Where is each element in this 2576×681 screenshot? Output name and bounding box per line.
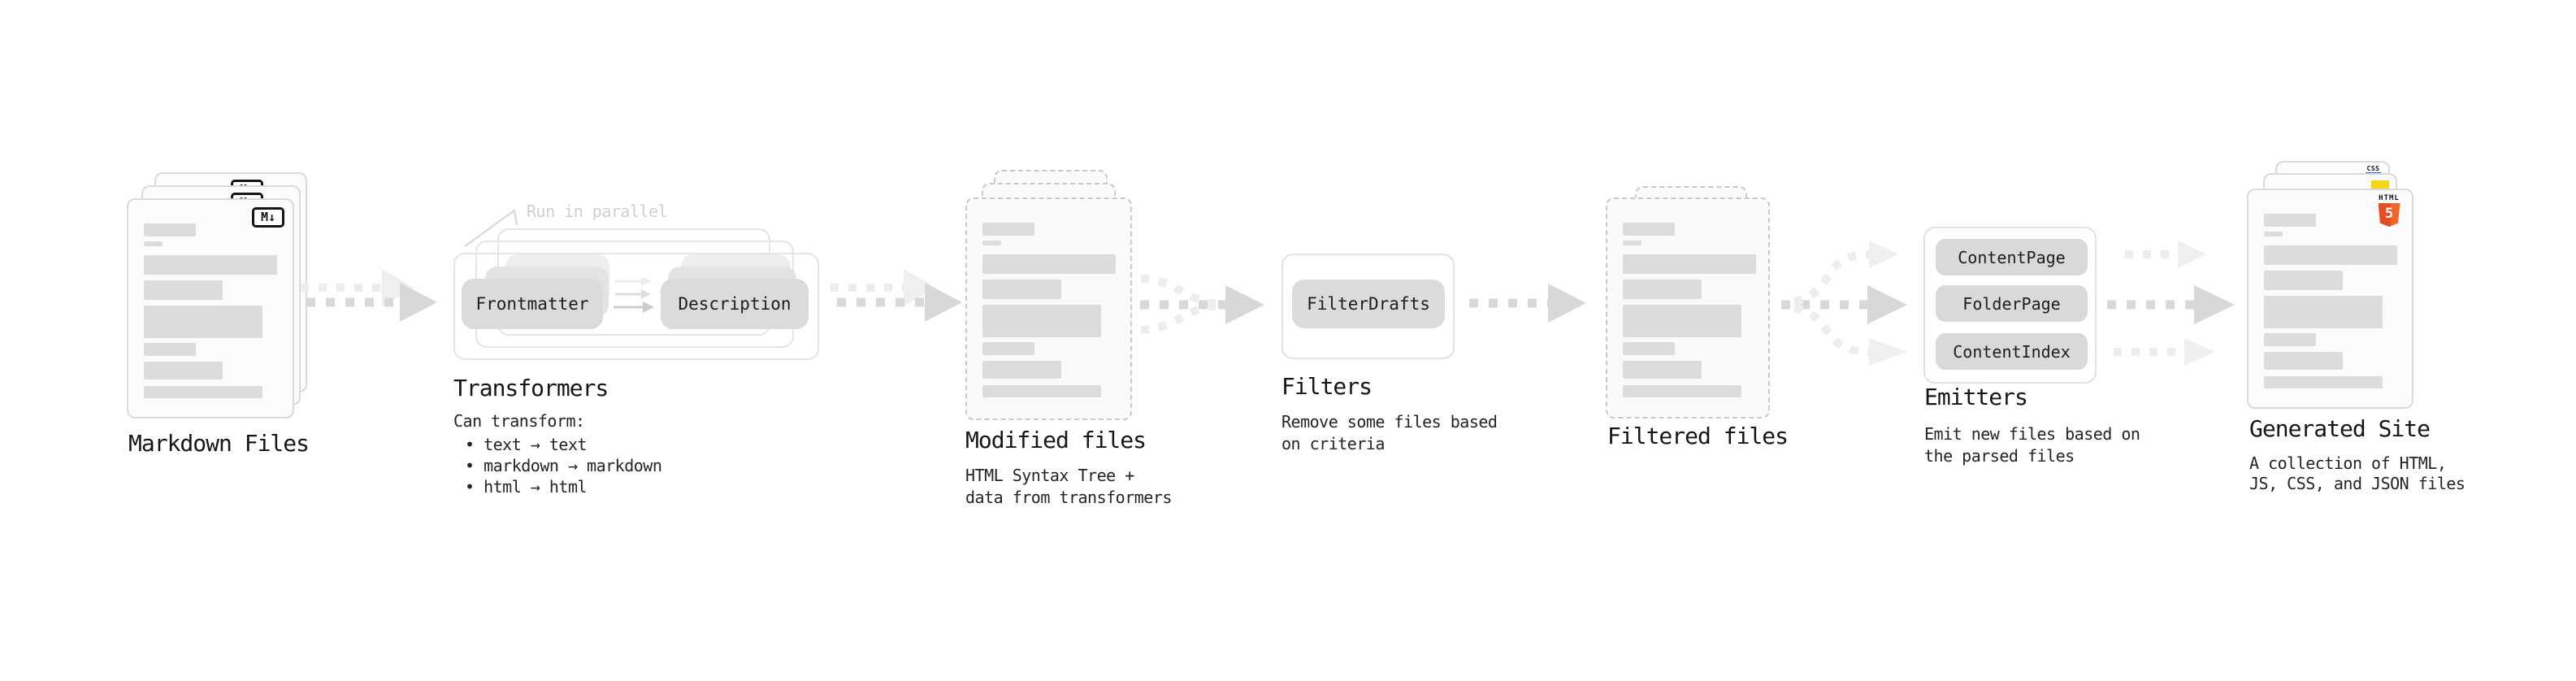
text-line-bar xyxy=(982,342,1034,355)
text-line-bar xyxy=(144,386,262,398)
text-line-bar xyxy=(2264,214,2316,227)
css-icon-text: CSS xyxy=(2366,165,2380,172)
markdown-file-card-front: M↓ xyxy=(127,198,294,419)
text-line-bar xyxy=(1623,254,1756,274)
html5-icon-number: 5 xyxy=(2384,206,2394,222)
run-in-parallel-note: Run in parallel xyxy=(527,202,668,221)
arrow-filtered-to-emitters xyxy=(1781,241,1907,366)
text-line-bar xyxy=(2264,296,2383,328)
text-line-bar xyxy=(1623,280,1702,299)
text-line-bar xyxy=(982,305,1101,337)
text-line-bar xyxy=(982,361,1061,379)
description-pill-label: Description xyxy=(678,294,791,314)
transformers-bullet: • text → text xyxy=(465,435,588,454)
contentindex-pill-label: ContentIndex xyxy=(1953,341,2071,362)
filterdrafts-pill: FilterDrafts xyxy=(1292,280,1445,328)
frontmatter-pill: Frontmatter xyxy=(462,279,603,329)
text-line-bar xyxy=(1623,385,1741,397)
modified-files-label: Modified files xyxy=(965,427,1147,453)
transformers-bullet: • html → html xyxy=(465,477,588,497)
arrow-filters-to-filtered xyxy=(1469,284,1586,323)
generated-site-label: Generated Site xyxy=(2249,415,2431,442)
modified-files-desc: data from transformers xyxy=(965,488,1172,507)
text-line-bar xyxy=(2264,245,2397,265)
modified-file-card-front xyxy=(965,197,1132,420)
generated-site-desc: A collection of HTML, xyxy=(2249,453,2447,473)
text-line-bar xyxy=(982,254,1116,274)
emitters-panel: ContentPage FolderPage ContentIndex xyxy=(1923,227,2097,384)
filters-desc: Remove some files based xyxy=(1281,412,1498,432)
text-line-bar xyxy=(1623,223,1675,236)
html5-icon-shield: 5 xyxy=(2378,203,2400,227)
text-line-bar xyxy=(144,362,223,380)
contentpage-pill-label: ContentPage xyxy=(1958,247,2066,267)
emitters-desc: the parsed files xyxy=(1924,446,2075,466)
text-line-bar xyxy=(2264,232,2283,236)
filtered-file-card-front xyxy=(1606,197,1770,419)
folderpage-pill: FolderPage xyxy=(1936,285,2088,322)
emitters-desc: Emit new files based on xyxy=(1924,424,2140,444)
arrow-transformers-to-modified xyxy=(830,269,962,322)
text-line-bar xyxy=(982,241,1001,245)
folderpage-pill-label: FolderPage xyxy=(1962,293,2061,314)
text-line-bar xyxy=(2264,352,2343,370)
text-line-bar xyxy=(144,241,163,246)
arrows-emitters-to-generated xyxy=(2107,241,2235,366)
modified-files-desc: HTML Syntax Tree + xyxy=(965,466,1134,485)
text-line-bar xyxy=(1623,305,1741,337)
text-line-bar xyxy=(1623,241,1641,245)
text-line-bar xyxy=(982,385,1101,397)
contentpage-pill: ContentPage xyxy=(1936,239,2088,275)
text-line-bar xyxy=(2264,333,2316,346)
transformer-group-front xyxy=(453,253,819,360)
markdown-icon-text: M↓ xyxy=(260,210,276,224)
text-line-bar xyxy=(982,280,1061,299)
text-line-bar xyxy=(144,280,223,300)
transformers-desc-heading: Can transform: xyxy=(453,411,585,431)
html5-icon: HTML 5 xyxy=(2376,194,2402,227)
markdown-files-label: Markdown Files xyxy=(128,430,310,457)
description-pill: Description xyxy=(661,279,809,329)
text-line-bar xyxy=(144,343,196,356)
text-line-bar xyxy=(144,306,262,338)
arrow-markdown-to-transformers xyxy=(301,269,437,322)
text-line-bar xyxy=(144,223,196,236)
text-line-bar xyxy=(2264,376,2383,388)
transformers-bullet: • markdown → markdown xyxy=(465,456,662,475)
markdown-icon: M↓ xyxy=(252,207,284,228)
text-line-bar xyxy=(982,223,1034,236)
transformers-label: Transformers xyxy=(453,375,609,401)
generated-site-desc: JS, CSS, and JSON files xyxy=(2249,474,2465,493)
frontmatter-pill-label: Frontmatter xyxy=(475,294,589,314)
contentindex-pill: ContentIndex xyxy=(1936,333,2088,370)
text-line-bar xyxy=(2264,271,2343,290)
text-line-bar xyxy=(1623,361,1702,379)
text-line-bar xyxy=(144,255,277,275)
filters-desc: on criteria xyxy=(1281,434,1385,453)
generated-html-card-front: HTML 5 xyxy=(2247,189,2413,409)
emitters-label: Emitters xyxy=(1924,384,2028,410)
filterdrafts-pill-label: FilterDrafts xyxy=(1307,294,1430,314)
html5-icon-word: HTML xyxy=(2379,194,2400,202)
filtered-files-label: Filtered files xyxy=(1607,423,1789,449)
js-file-icon xyxy=(2371,180,2389,190)
arrow-modified-to-filters xyxy=(1140,275,1264,334)
text-line-bar xyxy=(1623,342,1675,355)
filters-label: Filters xyxy=(1281,373,1373,400)
